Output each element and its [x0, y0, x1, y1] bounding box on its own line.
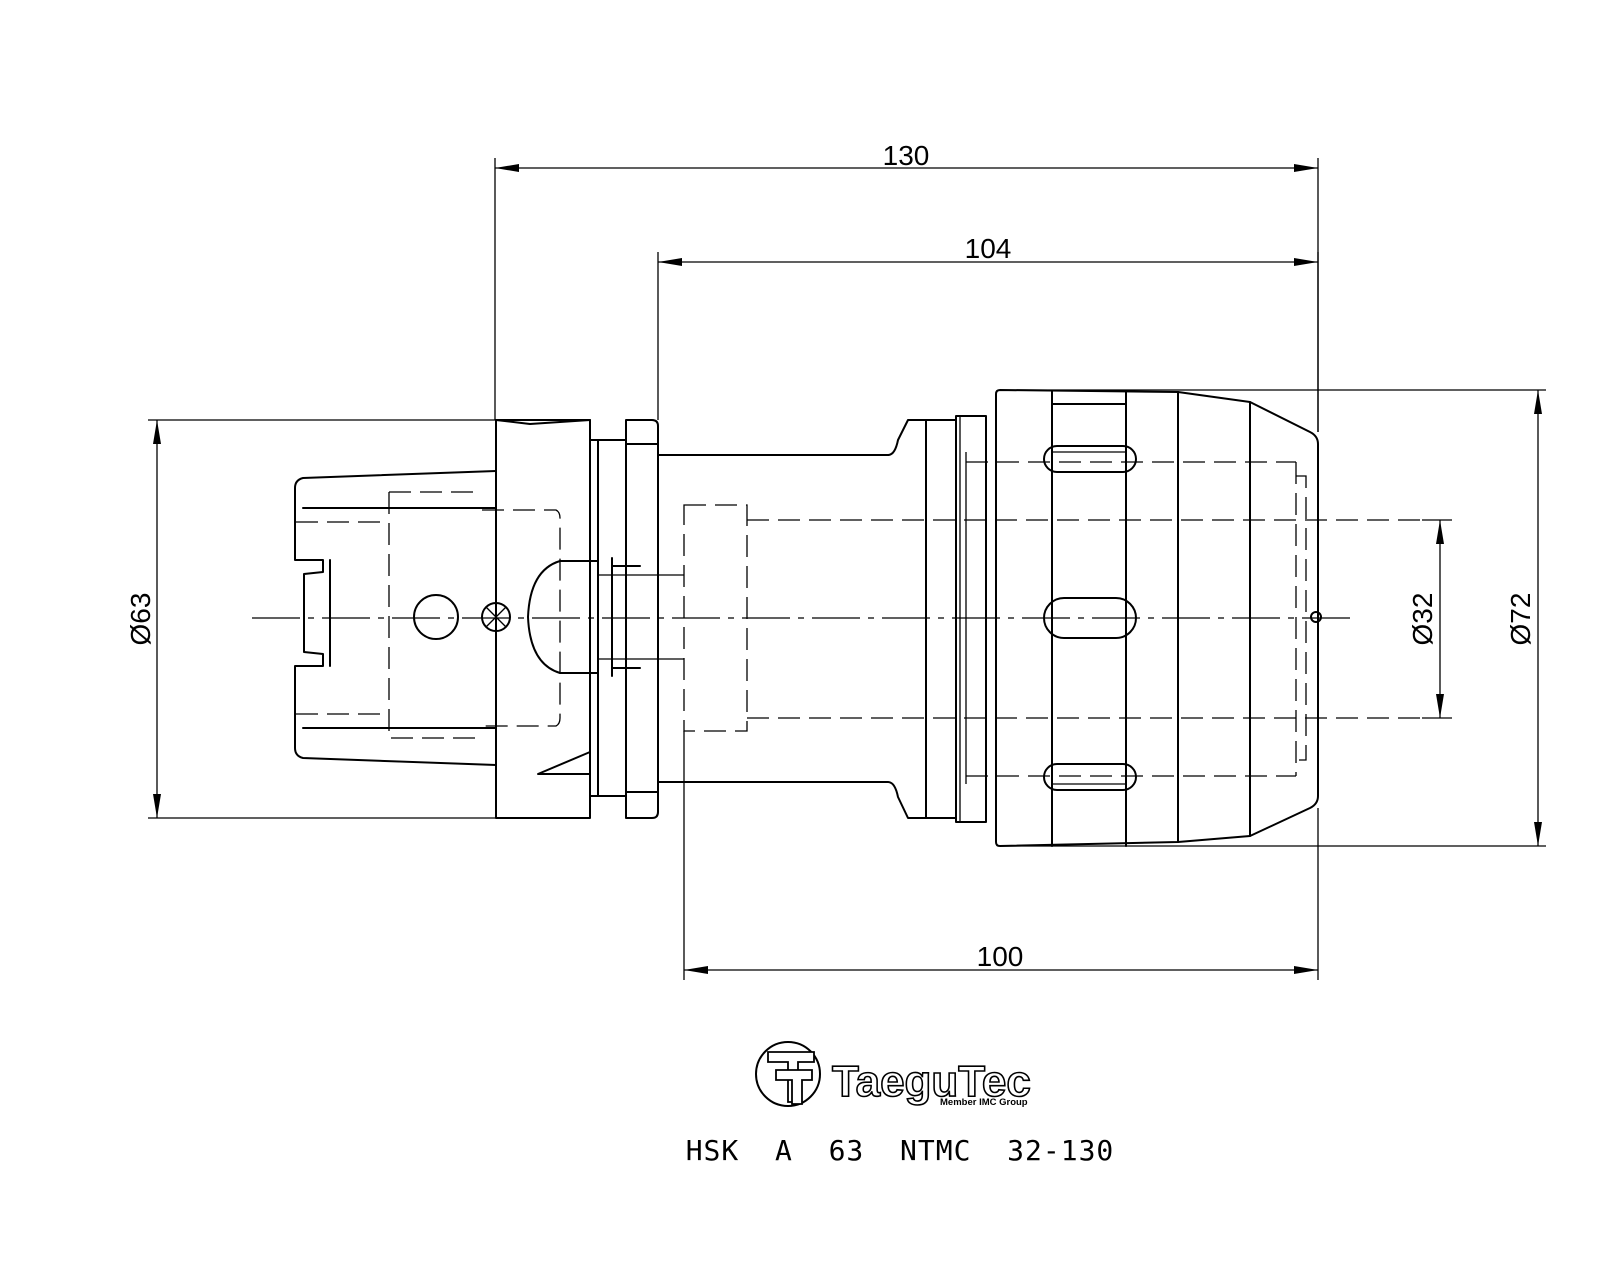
- dimension-label-d72: Ø72: [1505, 593, 1536, 646]
- dimension-flange-diameter: Ø63: [125, 419, 496, 819]
- dimension-overall-length: 130: [494, 140, 1319, 432]
- dimension-label-104: 104: [965, 233, 1012, 264]
- dimension-label-d63: Ø63: [125, 593, 156, 646]
- flange: [482, 419, 684, 819]
- logo-brand-text: TaeguTec: [832, 1057, 1031, 1106]
- dimension-label-d32: Ø32: [1407, 593, 1438, 646]
- taegutec-emblem-icon: [755, 1041, 821, 1107]
- logo-tagline-text: Member IMC Group: [940, 1097, 1028, 1108]
- part-number: HSK A 63 NTMC 32-130: [686, 1134, 1115, 1167]
- dimension-bore-diameter: Ø32: [1407, 519, 1452, 719]
- taegutec-logo: TaeguTec Member IMC Group: [755, 1041, 1032, 1108]
- dimension-label-100: 100: [977, 941, 1024, 972]
- dimension-gauge-length: 104: [657, 233, 1319, 432]
- clamp-nut: [995, 389, 1322, 847]
- dimension-nut-diameter: Ø72: [1000, 389, 1546, 847]
- holder-body: [657, 415, 1422, 823]
- dimension-label-130: 130: [883, 140, 930, 171]
- dimension-body-length: 100: [683, 731, 1319, 980]
